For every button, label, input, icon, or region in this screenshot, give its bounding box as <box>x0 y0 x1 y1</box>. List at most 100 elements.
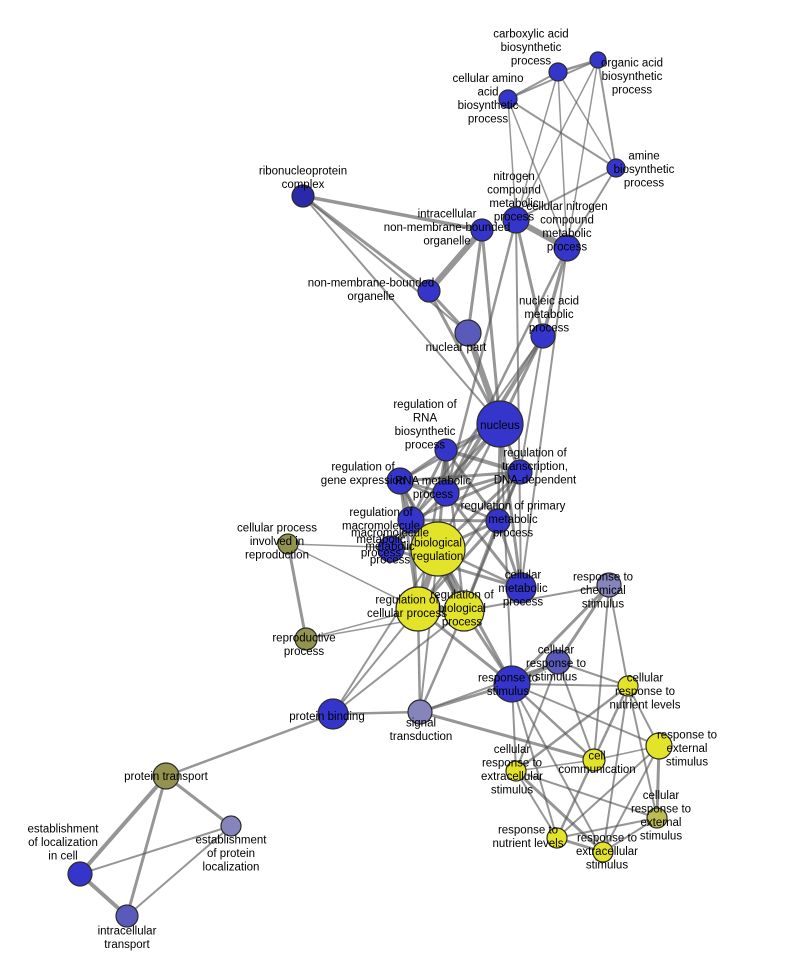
graph-node-carboxylic_acid_biosynthetic[interactable] <box>548 62 568 82</box>
graph-edge <box>302 195 501 425</box>
node-label-protein_binding: protein binding <box>289 711 364 723</box>
graph-node-nucleic_acid_metabolic[interactable] <box>530 323 556 349</box>
graph-edge <box>566 167 617 249</box>
graph-node-nucleus[interactable] <box>476 400 524 448</box>
graph-node-protein_transport[interactable] <box>152 762 180 790</box>
graph-edge <box>332 610 465 715</box>
graph-edge <box>541 246 569 338</box>
graph-edge <box>301 194 484 232</box>
graph-node-cellular_nitrogen_metabolic[interactable] <box>553 234 581 262</box>
graph-node-biological_regulation[interactable] <box>410 521 466 577</box>
node-label-protein_transport: protein transport <box>124 771 209 783</box>
graph-node-establishment_localization_in_cell[interactable] <box>67 861 93 887</box>
graph-edge <box>507 98 617 169</box>
graph-node-response_nutrient_levels[interactable] <box>546 827 568 849</box>
graph-node-response_chemical_stimulus[interactable] <box>596 572 622 598</box>
graph-edge <box>514 218 545 338</box>
graph-node-nitrogen_compound_metabolic[interactable] <box>502 206 530 234</box>
graph-node-macromolecule_metabolic[interactable] <box>377 535 405 563</box>
graph-edge <box>520 247 568 589</box>
graph-node-reg_primary_metabolic[interactable] <box>485 508 511 534</box>
graph-edge <box>602 685 629 853</box>
graph-node-response_external_stimulus[interactable] <box>645 732 673 760</box>
graph-edge <box>480 228 502 426</box>
graph-edge <box>287 543 419 610</box>
graph-node-nuclear_part[interactable] <box>454 319 482 347</box>
graph-node-cellular_response_external_stimulus[interactable] <box>646 807 668 829</box>
graph-edge <box>126 825 232 917</box>
graph-edge <box>557 71 617 169</box>
graph-edge <box>511 683 604 853</box>
graph-node-intracellular_nm_organelle[interactable] <box>470 218 494 242</box>
graph-node-ribonucleoprotein_complex[interactable] <box>291 184 315 208</box>
graph-node-signal_transduction[interactable] <box>407 699 433 725</box>
graph-node-intracellular_transport[interactable] <box>115 904 139 928</box>
graph-node-reg_transcription_dna[interactable] <box>507 459 533 485</box>
graph-edge <box>332 548 439 715</box>
graph-node-reg_cellular_process[interactable] <box>395 586 441 632</box>
graph-node-reg_biological_process[interactable] <box>443 590 485 632</box>
graph-node-cellular_response_extracellular_stimulus[interactable] <box>505 760 527 782</box>
graph-edge <box>515 661 559 772</box>
graph-node-cellular_metabolic[interactable] <box>505 572 537 604</box>
graph-edge <box>301 194 431 293</box>
graph-edge <box>463 584 610 612</box>
graph-edge <box>507 98 517 221</box>
graph-node-reg_macromolecule_metabolic[interactable] <box>397 506 425 534</box>
graph-edge <box>444 246 569 495</box>
graph-edge <box>515 59 599 221</box>
graph-edge <box>511 683 629 687</box>
graph-edge <box>602 745 660 853</box>
graph-node-reproductive_process[interactable] <box>294 627 318 651</box>
graph-node-reg_rna_biosynthetic[interactable] <box>434 438 458 462</box>
graph-node-cellular_process_reproduction[interactable] <box>277 533 299 555</box>
graph-node-cellular_amino_acid_biosynthetic[interactable] <box>498 89 518 109</box>
graph-node-rna_metabolic[interactable] <box>432 479 460 507</box>
graph-node-reg_gene_expression[interactable] <box>386 467 414 495</box>
graph-edge <box>514 684 630 773</box>
graph-edge <box>566 59 599 249</box>
graph-edge <box>515 71 559 221</box>
graph-edge <box>510 682 596 762</box>
graph-edge <box>556 745 660 839</box>
graph-node-cellular_response_stimulus[interactable] <box>545 649 571 675</box>
graph-edge <box>286 542 308 641</box>
graph-edge <box>398 470 522 483</box>
graph-node-organic_acid_biosynthetic[interactable] <box>589 51 607 69</box>
graph-edge <box>627 685 658 819</box>
graph-edge <box>519 335 544 473</box>
graph-node-amine_biosynthetic[interactable] <box>606 158 626 178</box>
graph-node-protein_binding[interactable] <box>317 698 349 730</box>
graph-node-nm_organelle[interactable] <box>417 279 441 303</box>
graph-edge <box>515 219 522 589</box>
graph-node-response_extracellular_stimulus[interactable] <box>592 841 614 863</box>
graph-edge <box>444 491 523 590</box>
graph-edge <box>514 769 605 854</box>
graph-node-cell_communication[interactable] <box>582 748 606 772</box>
graph-node-establishment_protein_localization[interactable] <box>220 815 242 837</box>
graph-node-cellular_response_nutrient_levels[interactable] <box>617 675 639 697</box>
graph-node-response_stimulus[interactable] <box>493 665 531 703</box>
node-label-nucleus: nucleus <box>480 420 520 432</box>
